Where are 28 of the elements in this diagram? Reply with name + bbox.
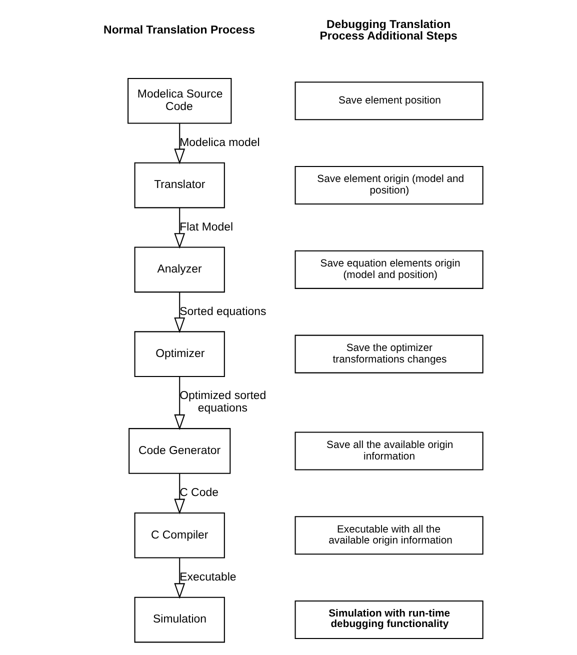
node-box: Analyzer <box>134 246 225 293</box>
edge-label: Optimized sorted equations <box>180 390 266 415</box>
node-box: Translator <box>134 162 225 208</box>
node-box: Save element position <box>294 82 484 120</box>
node-box: Code Generator <box>128 428 231 474</box>
arrow <box>174 474 186 514</box>
node-box: Save element origin (model and position) <box>294 166 484 205</box>
node-box: Save equation elements origin (model and position) <box>294 250 484 289</box>
node-box: Optimizer <box>134 331 225 377</box>
arrow <box>174 558 186 599</box>
arrow <box>174 292 186 334</box>
node-box: Save the optimizer transformations changes <box>294 334 484 374</box>
arrow <box>174 124 186 164</box>
edge-label: Modelica model <box>180 136 260 149</box>
edge-label: Executable <box>180 571 236 584</box>
node-box: Save all the available origin information <box>294 432 484 470</box>
node-box: Simulation <box>134 596 225 643</box>
label: Debugging Translation Process Additional Steps <box>320 19 458 43</box>
edge-label: Flat Model <box>180 221 234 234</box>
label: Normal Translation Process <box>104 24 256 36</box>
node-box: C Compiler <box>134 512 225 558</box>
node-box: Simulation with run-time debugging functionality <box>294 600 484 640</box>
node-box: Modelica Source Code <box>128 78 232 124</box>
node-box: Executable with all the available origin information <box>294 516 484 555</box>
edge-label: C Code <box>180 487 218 500</box>
arrow <box>174 208 186 249</box>
arrow <box>174 376 186 430</box>
edge-label: Sorted equations <box>180 306 266 318</box>
